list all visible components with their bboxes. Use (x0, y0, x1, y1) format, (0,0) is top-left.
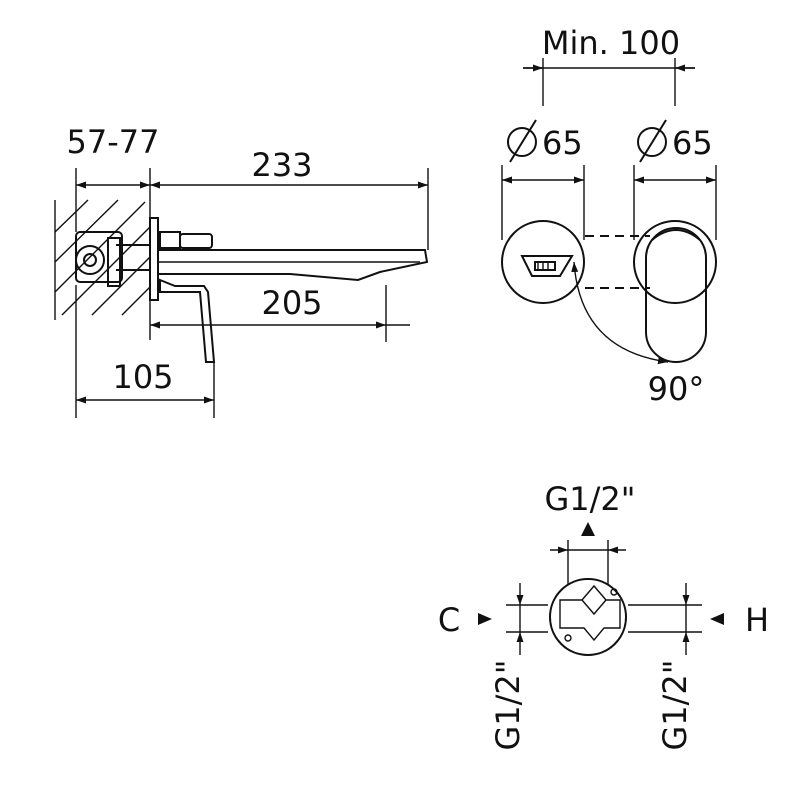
diameter-right-label: 65 (672, 124, 713, 162)
handle-projection-label: 105 (112, 358, 173, 396)
diameter-icon (637, 119, 667, 163)
dimension-min-spacing: Min. 100 (523, 24, 695, 106)
cold-label: C (438, 601, 460, 639)
handle-lever (645, 227, 707, 363)
inlet-left-label: G1/2" (489, 659, 527, 750)
dimension-inlet-top: G1/2" (544, 480, 636, 585)
valve-body (549, 578, 627, 656)
inlet-right-label: G1/2" (656, 659, 694, 750)
wall-hatch (54, 199, 151, 320)
dimension-diameter-right: 65 (633, 119, 717, 240)
dimension-diameter-left: 65 (501, 119, 585, 240)
inlet-top-label: G1/2" (544, 480, 635, 518)
spout (157, 249, 429, 282)
hot-label: H (745, 601, 769, 639)
handle (159, 231, 216, 363)
wall-plate (149, 217, 159, 301)
dimension-inlet-hot: H G1/2" (628, 583, 769, 751)
dimension-wall-depth: 57-77 (67, 123, 160, 232)
min-spacing-label: Min. 100 (542, 24, 680, 62)
in-wall-body (75, 231, 150, 287)
dimension-spout-projection: 205 (149, 284, 410, 342)
rotation-arc (571, 261, 669, 365)
dimension-handle-projection: 105 (75, 285, 215, 418)
wall-depth-label: 57-77 (67, 123, 160, 161)
dimension-inlet-cold: C G1/2" (438, 583, 548, 751)
side-view: 57-77 233 205 105 (54, 123, 429, 418)
front-view: 90° Min. 100 65 (501, 24, 717, 408)
rotation-label: 90° (648, 370, 705, 408)
diameter-left-label: 65 (542, 124, 583, 162)
dimension-spout-length: 233 (150, 146, 429, 250)
handle-rotation-ghost (585, 235, 650, 289)
spout-projection-label: 205 (261, 284, 322, 322)
body-view: G1/2" C G1/2" H G1/2" (438, 480, 769, 751)
spout-length-label: 233 (251, 146, 312, 184)
diameter-icon (507, 119, 537, 163)
spout-outlet (520, 255, 574, 277)
